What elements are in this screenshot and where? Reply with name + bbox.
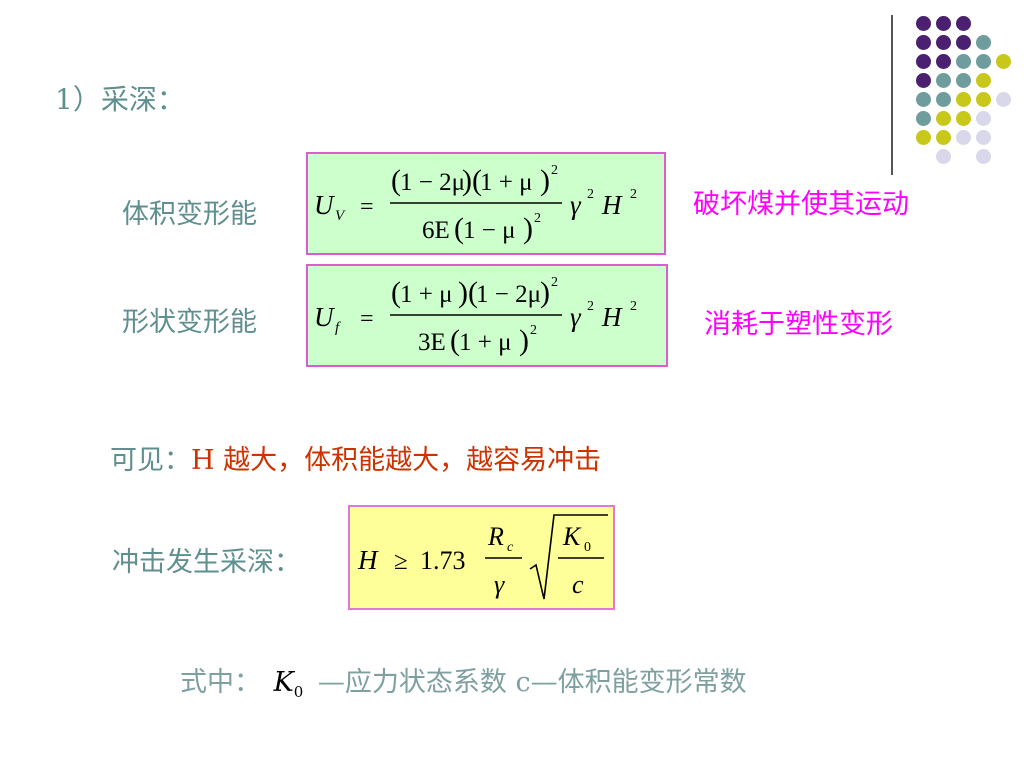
svg-text:2: 2	[534, 211, 541, 226]
svg-text:U: U	[314, 190, 335, 220]
svg-text:=: =	[360, 194, 374, 220]
svg-text:2: 2	[530, 323, 537, 338]
footnote-prefix: 式中：	[180, 667, 261, 698]
footnote-k-sub: 0	[293, 683, 304, 701]
svg-text:): )	[523, 212, 533, 245]
svg-text:1 + μ: 1 + μ	[480, 169, 533, 196]
volumetric-energy-note: 破坏煤并使其运动	[693, 189, 909, 220]
conclusion-body: H 越大，体积能越大，越容易冲击	[191, 445, 602, 476]
svg-text:H: H	[357, 545, 379, 575]
section-heading: 1）采深：	[55, 83, 185, 116]
svg-text:R: R	[487, 522, 504, 551]
conclusion-line: 可见：H 越大，体积能越大，越容易冲击	[110, 438, 601, 477]
volumetric-energy-formula: U V = ( 1 − 2μ )( 1 + μ ) 2 6E ( 1 − μ )…	[306, 152, 666, 255]
svg-text:(: (	[454, 212, 464, 245]
svg-text:1 − 2μ: 1 − 2μ	[476, 281, 541, 308]
svg-text:γ: γ	[570, 190, 582, 220]
svg-text:V: V	[335, 208, 346, 224]
svg-text:1 + μ: 1 + μ	[400, 281, 453, 308]
svg-text:): )	[519, 324, 529, 357]
svg-text:(: (	[391, 164, 401, 197]
svg-text:c: c	[572, 570, 584, 599]
svg-text:≥: ≥	[394, 548, 408, 575]
shape-energy-note: 消耗于塑性变形	[704, 309, 893, 340]
svg-text:2: 2	[587, 299, 594, 314]
svg-text:1 − μ: 1 − μ	[463, 217, 516, 244]
svg-text:1 + μ: 1 + μ	[459, 329, 512, 356]
shape-energy-label: 形状变形能	[122, 307, 257, 338]
svg-text:)(: )(	[462, 164, 482, 197]
svg-text:): )	[540, 164, 550, 197]
volumetric-energy-label: 体积变形能	[122, 199, 257, 230]
burst-depth-label: 冲击发生采深：	[112, 547, 301, 578]
svg-text:2: 2	[630, 187, 637, 202]
svg-text:1.73: 1.73	[420, 546, 466, 575]
svg-text:H: H	[601, 302, 623, 332]
volumetric-energy-equation: U V = ( 1 − 2μ )( 1 + μ ) 2 6E ( 1 − μ )…	[314, 163, 637, 245]
svg-text:2: 2	[551, 275, 558, 290]
footnote-k0-symbol: K0	[274, 667, 304, 701]
svg-text:(: (	[391, 276, 401, 309]
svg-text:γ: γ	[570, 302, 582, 332]
svg-text:=: =	[360, 306, 374, 332]
svg-text:0: 0	[584, 540, 591, 555]
svg-text:2: 2	[551, 163, 558, 178]
divider-line	[891, 15, 893, 175]
svg-text:)(: )(	[458, 276, 478, 309]
decorative-dot-grid	[900, 14, 1020, 164]
svg-text:f: f	[335, 320, 341, 336]
svg-text:6E: 6E	[422, 217, 450, 244]
svg-text:): )	[540, 276, 550, 309]
burst-depth-equation: H ≥ 1.73 R c γ K 0 c	[357, 514, 608, 600]
footnote: 式中： K0 —应力状态系数 c—体积能变形常数	[180, 660, 747, 701]
svg-text:2: 2	[587, 187, 594, 202]
svg-text:2: 2	[630, 299, 637, 314]
svg-text:3E: 3E	[418, 329, 446, 356]
svg-text:K: K	[562, 522, 582, 551]
conclusion-lead: 可见：	[110, 445, 191, 476]
svg-text:H: H	[601, 190, 623, 220]
svg-text:U: U	[314, 302, 335, 332]
svg-text:γ: γ	[494, 570, 505, 599]
svg-text:1 − 2μ: 1 − 2μ	[400, 169, 465, 196]
footnote-text: —应力状态系数 c—体积能变形常数	[317, 667, 747, 698]
svg-text:c: c	[507, 540, 514, 555]
footnote-k-letter: K	[273, 667, 294, 698]
burst-depth-formula: H ≥ 1.73 R c γ K 0 c	[348, 505, 615, 610]
shape-energy-formula: U f = ( 1 + μ )( 1 − 2μ ) 2 3E ( 1 + μ )…	[306, 264, 668, 367]
shape-energy-equation: U f = ( 1 + μ )( 1 − 2μ ) 2 3E ( 1 + μ )…	[314, 275, 637, 357]
svg-text:(: (	[450, 324, 460, 357]
